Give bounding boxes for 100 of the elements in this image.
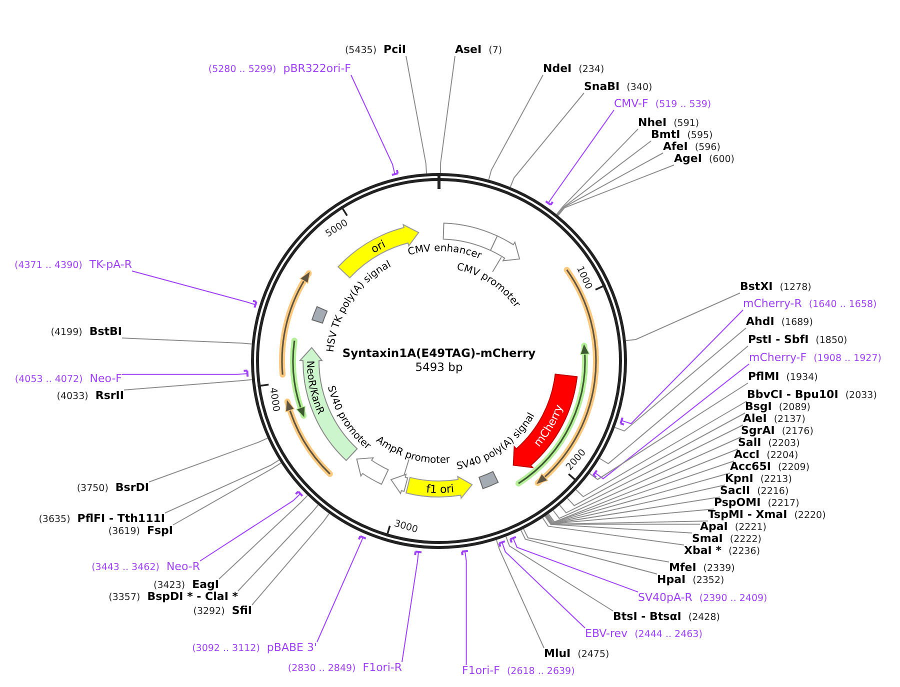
leader-line	[523, 528, 670, 562]
site-position: (2213)	[760, 474, 792, 486]
site-position: (3357)	[108, 592, 140, 604]
plasmid-size: 5493 bp	[415, 360, 463, 374]
site-position: (2352)	[692, 575, 724, 587]
leader-line	[122, 370, 249, 378]
site-position: (7)	[488, 45, 502, 57]
plasmid-name: Syntaxin1A(E49TAG)-mCherry	[342, 346, 536, 360]
primer-name: mCherry-R	[743, 298, 802, 310]
leader-line	[566, 412, 746, 506]
leader-line	[544, 516, 692, 534]
site-position: (340)	[626, 82, 652, 94]
enzyme-name: SalI	[738, 437, 762, 449]
enzyme-name: RsrII	[95, 390, 124, 402]
enzyme-name: AseI	[455, 44, 482, 56]
leader-line	[548, 448, 738, 523]
leader-line	[546, 484, 726, 524]
site-position: (4199)	[50, 327, 82, 339]
leader-line	[164, 459, 280, 514]
primer-name: Neo-F	[90, 373, 122, 385]
enzyme-name: BsgI	[745, 401, 772, 413]
leader-line	[498, 540, 586, 628]
enzyme-name: BbvCI - Bpu10I	[747, 389, 838, 401]
site-position: (2033)	[845, 390, 877, 402]
leader-line	[172, 462, 282, 526]
primer-position: (4371 .. 4390)	[14, 260, 82, 272]
site-position: (591)	[674, 118, 700, 130]
site-position: (4033)	[56, 391, 88, 403]
enzyme-name: TspMI - XmaI	[708, 509, 788, 521]
primer-name: Neo-R	[166, 561, 200, 573]
leader-line	[544, 110, 614, 206]
leader-line	[122, 338, 252, 344]
leader-line	[620, 310, 744, 426]
leader-line	[505, 536, 614, 612]
enzyme-name: ApaI	[700, 521, 728, 533]
enzyme-name: BsrDI	[115, 482, 149, 494]
primer-position: (4053 .. 4072)	[14, 374, 83, 386]
orf-arc	[534, 266, 599, 486]
leader-line	[218, 494, 308, 580]
enzyme-name: NdeI	[543, 63, 572, 75]
site-position: (600)	[708, 154, 734, 166]
primer-name: mCherry-F	[749, 352, 807, 364]
primer-name: EBV-rev	[585, 628, 628, 640]
feature-label: ori	[368, 238, 388, 256]
leader-line	[614, 328, 746, 432]
enzyme-name: BtsI - BtsαI	[613, 611, 682, 623]
enzyme-name: PspOMI	[714, 497, 761, 509]
primer-position: (5280 .. 5299)	[208, 64, 276, 76]
leader-line	[542, 517, 684, 546]
site-position: (1934)	[786, 372, 818, 384]
leader-line	[552, 436, 742, 519]
site-position: (2216)	[757, 486, 789, 498]
feature-label: CMV enhancer	[406, 242, 483, 262]
enzyme-name: EagI	[192, 579, 219, 591]
enzyme-name: PstI - SbfI	[748, 334, 809, 346]
enzyme-name: PflMI	[748, 371, 780, 383]
leader-line	[132, 270, 258, 309]
primer-position: (2618 .. 2639)	[506, 666, 575, 678]
site-position: (2204)	[766, 450, 798, 462]
primer-position: (3443 .. 3462)	[92, 562, 160, 574]
enzyme-name: HpaI	[657, 574, 686, 586]
enzyme-name: AccI	[734, 449, 760, 461]
leader-line	[350, 74, 399, 176]
feature-label: f1 ori	[426, 482, 455, 496]
leader-line	[406, 56, 428, 174]
leader-line	[575, 400, 748, 498]
enzyme-name: FspI	[146, 525, 173, 537]
site-position: (5435)	[344, 45, 377, 57]
primer-position: (2830 .. 2849)	[288, 663, 356, 675]
leader-line	[200, 490, 304, 562]
site-position: (3292)	[193, 606, 225, 618]
leader-line	[238, 504, 319, 592]
enzyme-name: BstBI	[89, 326, 122, 338]
site-position: (2209)	[778, 462, 810, 474]
enzyme-name: BstXI	[740, 281, 773, 293]
leader-line	[402, 550, 422, 662]
site-position: (2236)	[728, 546, 760, 558]
tick-label: 4000	[267, 386, 282, 412]
site-position: (2222)	[730, 534, 762, 546]
enzyme-name: BspDI * - ClaI *	[147, 591, 238, 603]
site-position: (3750)	[76, 483, 108, 495]
leader-line	[252, 513, 330, 606]
enzyme-name: PciI	[384, 44, 406, 56]
enzyme-name: AgeI	[674, 153, 702, 165]
primer-position: (1908 .. 1927)	[814, 353, 882, 365]
site-position: (2220)	[794, 510, 826, 522]
leader-line	[148, 438, 268, 482]
primer-name: TK-pA-R	[89, 259, 132, 271]
site-position: (234)	[578, 64, 604, 76]
leader-line	[496, 540, 544, 648]
enzyme-name: SgrAI	[741, 425, 775, 437]
leader-line	[316, 535, 367, 642]
leader-line	[556, 152, 664, 216]
enzyme-name: SmaI	[692, 533, 723, 545]
enzyme-name: SnaBI	[584, 81, 620, 93]
primer-position: (3092 .. 3112)	[192, 643, 260, 655]
leader-line	[440, 56, 456, 174]
enzyme-name: XbaI *	[684, 545, 722, 557]
site-position: (2339)	[703, 563, 735, 575]
leader-line	[546, 496, 720, 524]
